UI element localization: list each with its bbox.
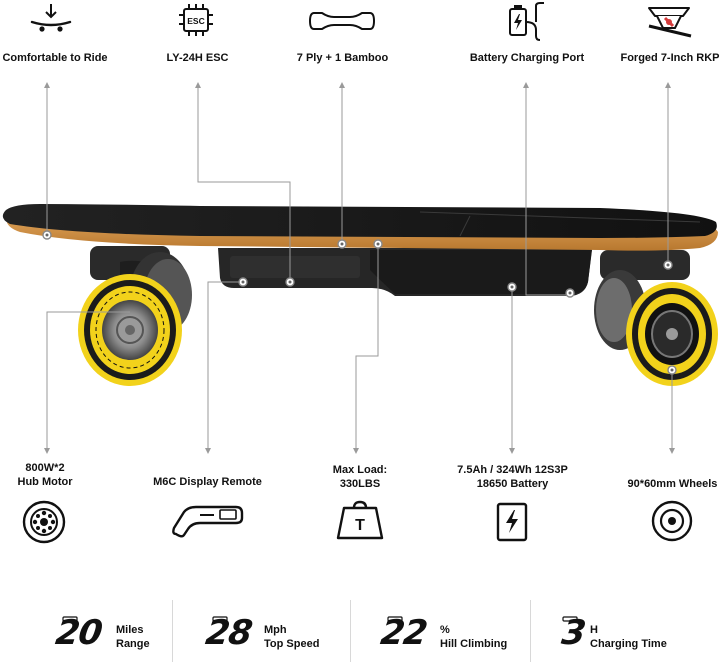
stat-speed-value: 28 <box>203 613 255 653</box>
front-wheel <box>626 282 718 386</box>
callout-dot-centers <box>45 233 674 372</box>
feature-label-wheels: 90*60mm Wheels <box>627 478 718 490</box>
skateboard-icon <box>30 4 72 32</box>
wheel-icon <box>651 500 693 542</box>
stat-speed-mark <box>212 616 228 622</box>
rear-wheel <box>78 274 182 386</box>
feature-label-esc: LY-24H ESC <box>166 52 229 64</box>
callout-arrows <box>44 82 675 454</box>
esc-chip-icon: ESC <box>179 4 213 36</box>
weight-icon: T <box>336 500 384 540</box>
feature-label-battery-2: 18650 Battery <box>476 478 549 490</box>
stat-range-unit: Miles <box>116 624 144 636</box>
deck <box>2 204 718 251</box>
battery-icon <box>496 502 528 542</box>
stat-speed-unit: Mph <box>264 624 287 636</box>
stats-divider <box>172 600 173 662</box>
battery-enclosure <box>218 248 592 296</box>
feature-label-deck: 7 Ply + 1 Bamboo <box>296 52 389 64</box>
stat-charge-caption: Charging Time <box>590 638 667 650</box>
stat-hill-value: 22 <box>378 613 430 653</box>
feature-label-battery-1: 7.5Ah / 324Wh 12S3P <box>457 464 568 476</box>
stat-speed-caption: Top Speed <box>264 638 320 650</box>
stat-range-mark <box>62 616 78 622</box>
stat-range-value: 20 <box>53 613 105 653</box>
feature-label-hub-motor-1: 800W*2 <box>25 462 65 474</box>
feature-label-truck: Forged 7-Inch RKP <box>620 52 720 64</box>
stat-charge-mark <box>562 616 578 622</box>
feature-label-hub-motor-2: Hub Motor <box>17 476 73 488</box>
hub-motor-icon <box>22 500 66 544</box>
feature-label-max-load-1: Max Load: <box>332 464 388 476</box>
esc-chip-text: ESC <box>187 16 204 26</box>
stat-hill-unit: % <box>440 624 450 636</box>
stats-divider <box>350 600 351 662</box>
stat-charge-unit: H <box>590 624 598 636</box>
stat-hill-mark <box>387 616 403 622</box>
stat-range-caption: Range <box>116 638 150 650</box>
feature-label-charging: Battery Charging Port <box>469 52 585 64</box>
stats-divider <box>530 600 531 662</box>
truck-icon <box>648 7 692 38</box>
weight-icon-text: T <box>355 517 365 534</box>
callout-lines <box>46 84 673 452</box>
feature-label-remote: M6C Display Remote <box>153 476 262 488</box>
charging-port-icon <box>509 2 544 41</box>
deck-outline-icon <box>309 12 375 30</box>
remote-icon <box>172 505 244 538</box>
stat-charge-value: 3 <box>559 613 588 653</box>
feature-label-comfortable: Comfortable to Ride <box>2 52 108 64</box>
feature-label-max-load-2: 330LBS <box>339 478 381 490</box>
stat-hill-caption: Hill Climbing <box>440 638 508 650</box>
